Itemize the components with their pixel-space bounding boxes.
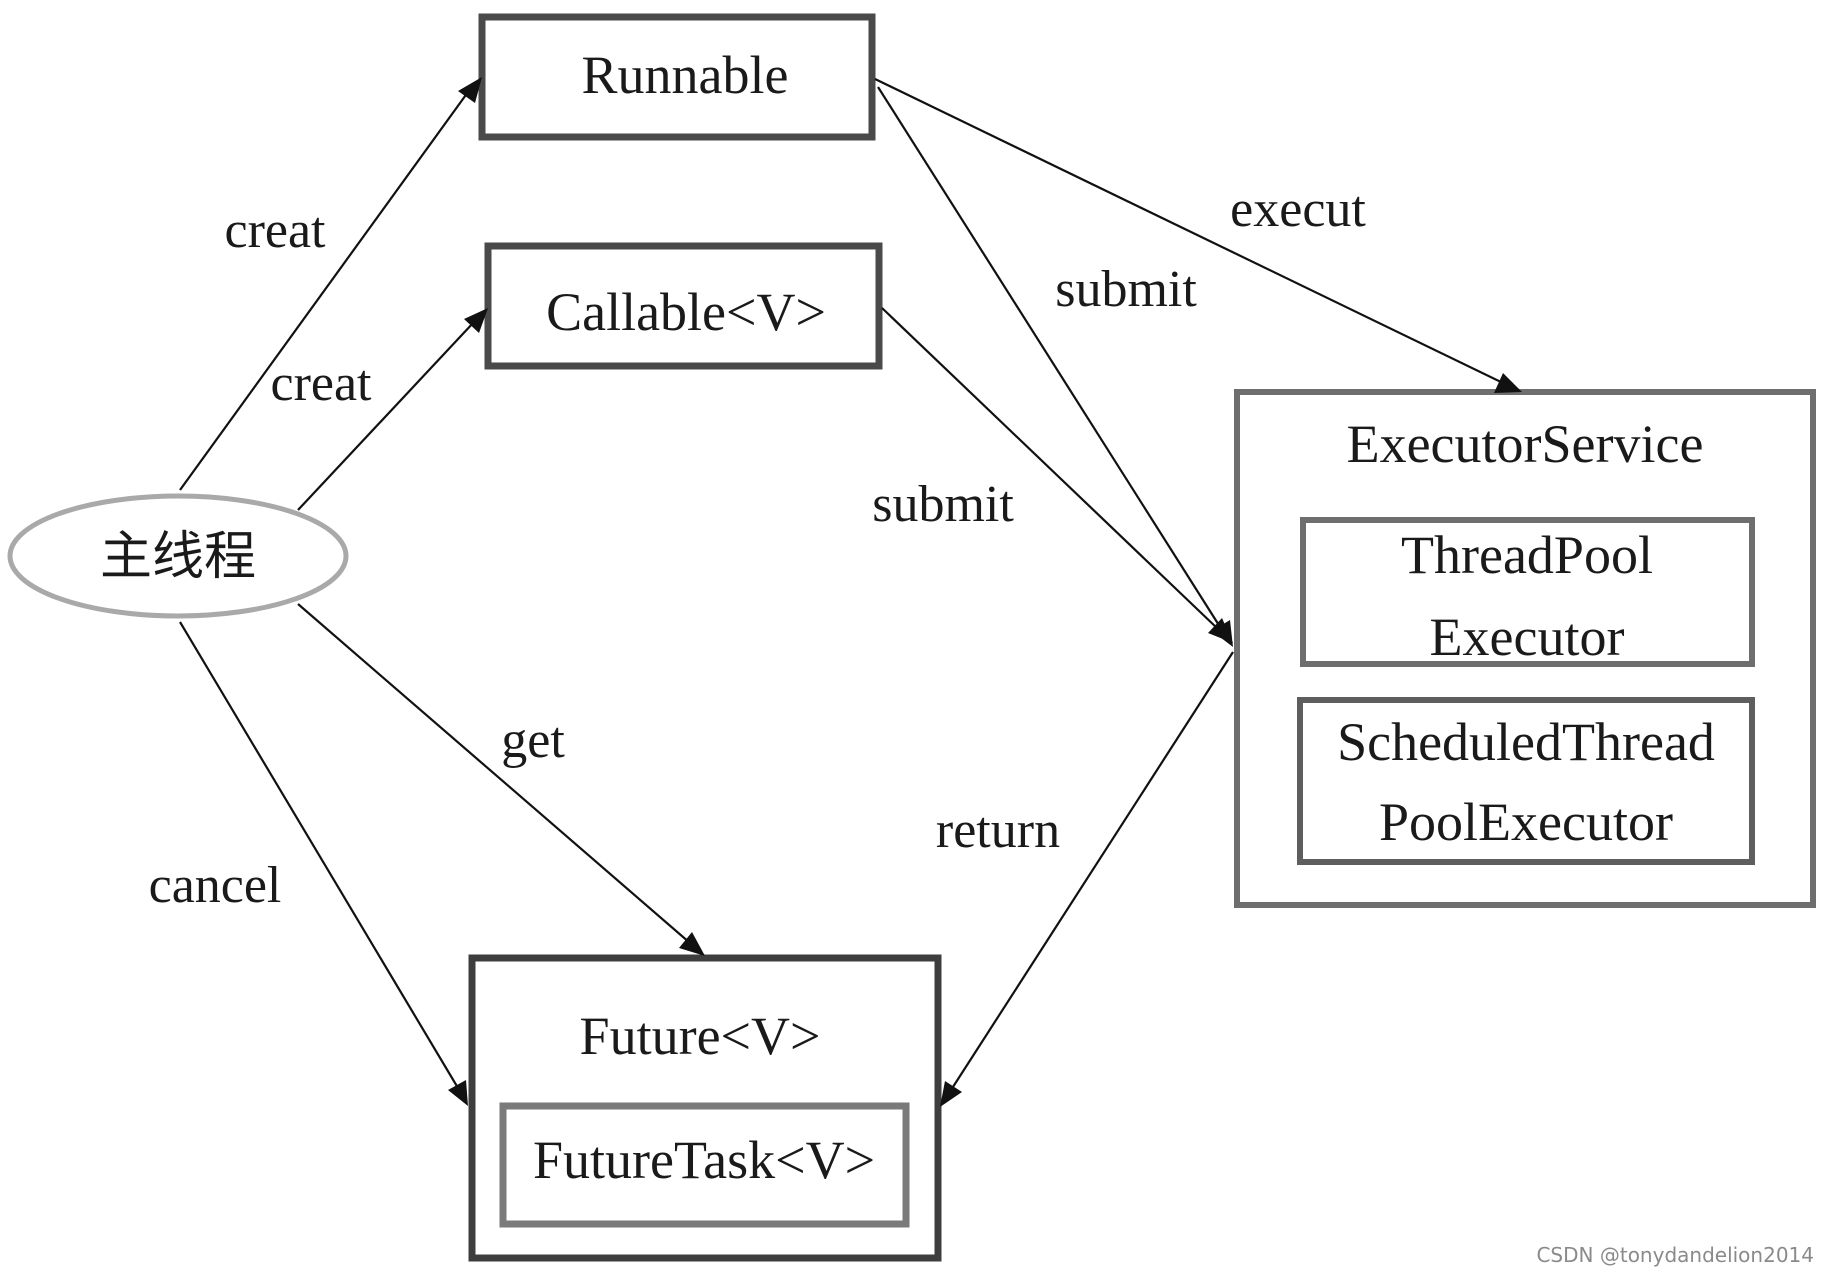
edge-label-cancel: cancel <box>149 857 282 914</box>
edge-label-creat-runnable: creat <box>224 202 326 259</box>
future-label: Future<V> <box>580 1006 821 1066</box>
future-task-node <box>499 1102 910 1228</box>
edge-get <box>297 603 691 944</box>
arrowhead-creat-callable <box>464 308 488 333</box>
edge-return <box>950 651 1234 1091</box>
runnable-label: Runnable <box>582 45 789 105</box>
scheduled-label-line1: ScheduledThread <box>1337 712 1715 772</box>
edge-label-return: return <box>936 802 1060 859</box>
edge-submit-callable <box>881 307 1219 630</box>
scheduled-label-line2: PoolExecutor <box>1379 792 1673 852</box>
arrowhead-cancel <box>448 1080 468 1106</box>
scheduled-thread-pool-executor-node <box>1297 697 1755 865</box>
arrowhead-get <box>679 932 705 956</box>
callable-label: Callable<V> <box>546 282 826 342</box>
watermark-text: CSDN @tonydandelion2014 <box>1536 1243 1814 1267</box>
thread-pool-label-line2: Executor <box>1430 607 1625 667</box>
arrowhead-return <box>940 1081 962 1107</box>
arrowhead-execut <box>1494 373 1522 393</box>
runnable-node <box>478 13 876 141</box>
executor-service-label: ExecutorService <box>1347 414 1704 474</box>
edge-label-submit-callable: submit <box>872 476 1014 533</box>
edge-execut <box>874 78 1504 384</box>
edge-label-submit-runnable: submit <box>1055 261 1197 318</box>
main-thread-node <box>7 493 349 619</box>
edge-submit-runnable <box>877 86 1223 631</box>
thread-pool-label-line1: ThreadPool <box>1401 525 1653 585</box>
edge-label-get: get <box>501 712 565 769</box>
arrowhead-submit-callable <box>1208 618 1233 643</box>
edge-cancel <box>179 621 459 1089</box>
edge-creat-runnable <box>179 91 469 491</box>
future-task-label: FutureTask<V> <box>533 1130 875 1190</box>
edge-label-execut: execut <box>1230 181 1366 238</box>
edge-label-creat-callable: creat <box>270 355 372 412</box>
thread-pool-executor-node <box>1300 517 1755 667</box>
main-thread-label: 主线程 <box>100 527 256 587</box>
edge-creat-callable <box>297 321 475 511</box>
callable-node <box>484 242 883 370</box>
arrowhead-creat-runnable <box>458 77 482 103</box>
